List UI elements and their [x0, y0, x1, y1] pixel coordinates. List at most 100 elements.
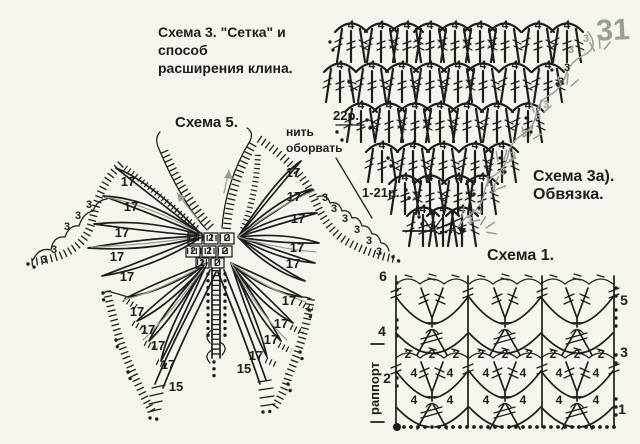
fan-arc — [354, 62, 390, 74]
v-stitch — [565, 287, 589, 319]
chain-dot — [570, 425, 574, 429]
fan-arc — [364, 142, 400, 154]
chain-arcs — [468, 296, 542, 325]
picot-spray-icon — [589, 37, 611, 52]
chain-dot — [577, 425, 581, 429]
tail-streamer — [154, 269, 217, 389]
stitch-ticks — [563, 367, 591, 379]
chain-dot — [500, 425, 504, 429]
stitch-ticks — [343, 117, 379, 131]
stitch-ticks — [420, 406, 443, 419]
chain-dot — [614, 308, 618, 312]
picot-chain-count: 3 — [476, 205, 482, 217]
stitch-ticks — [354, 77, 390, 91]
picot-chain-count: 3 — [510, 150, 516, 162]
stitch-ticks — [440, 189, 476, 203]
chain-dot — [503, 170, 507, 174]
chain-dot — [335, 130, 339, 134]
fan-arc — [479, 102, 515, 114]
chain-dot — [498, 156, 502, 160]
fan-arc — [462, 22, 498, 34]
stitch-ticks — [418, 367, 446, 379]
chain-dot — [328, 40, 332, 44]
stitch-ticks — [549, 273, 605, 281]
fan-stitch-count: 4 — [369, 58, 376, 72]
chain-count: 4 — [593, 393, 600, 407]
wing-tip-scallops — [32, 198, 108, 261]
v-stitch — [493, 287, 517, 319]
chain-dot — [521, 425, 525, 429]
direction-arrow-icon — [177, 193, 186, 202]
scheme3a-title-line2: Обвязка. — [533, 186, 604, 203]
wing-lobe-count: 17 — [121, 174, 135, 189]
chain-dot — [395, 318, 399, 322]
chain-dot — [529, 130, 533, 134]
wing-lobe-count: 17 — [291, 211, 305, 226]
chain-count: 4 — [411, 366, 418, 380]
picot-chain-count: 3 — [558, 76, 564, 88]
picot-chain-count: 3 — [583, 33, 589, 45]
chain-count: 4 — [411, 393, 418, 407]
fan-arc — [549, 22, 585, 34]
scheme1-chart — [370, 343, 385, 423]
fan-stitch-count: 4 — [427, 170, 434, 184]
wing-lobe-count: 17 — [274, 316, 288, 331]
chain-dot — [486, 425, 490, 429]
chain-dot — [549, 425, 553, 429]
body-segment-count: 2 — [208, 233, 214, 244]
tail-count-label: 15 — [169, 379, 183, 394]
chain-count: 2 — [405, 347, 412, 361]
fan-stitch-count: 4 — [420, 202, 427, 216]
thread-note-line1: нить — [286, 125, 314, 139]
fan-stitch-count: 4 — [427, 58, 434, 72]
stitch-ticks — [425, 221, 461, 235]
fan-arc — [530, 62, 566, 74]
cluster-cap — [570, 328, 584, 334]
fan-stitch-count: 4 — [459, 202, 466, 216]
fan-stitch-count: 4 — [564, 18, 571, 32]
chain-dot — [614, 413, 618, 417]
chain-dot — [524, 116, 528, 120]
stitch-ticks — [364, 157, 400, 171]
fan-stitch-count: 4 — [477, 18, 484, 32]
fan-arc — [440, 62, 476, 74]
fan-stitch-count: 4 — [358, 98, 365, 112]
stitch-ticks — [487, 37, 523, 51]
v-stitch — [493, 361, 517, 393]
fan-stitch-count: 4 — [455, 58, 462, 72]
stitch-ticks — [384, 77, 420, 91]
fan-arc — [395, 142, 431, 154]
chain-dots — [261, 409, 277, 414]
stitch-ticks — [493, 332, 516, 345]
chain-dot — [365, 118, 369, 122]
chain-dot — [556, 425, 560, 429]
chain-dot — [584, 425, 588, 429]
scheme5-title: Схема 5. — [175, 114, 238, 131]
wing-petal — [160, 262, 208, 362]
picot-edging-path — [457, 31, 594, 228]
text-layer: Схема 3. "Сетка" и способ расширения кли… — [158, 13, 630, 417]
fan-arc — [510, 102, 546, 114]
chain-dot — [614, 286, 618, 290]
wing-lobe-count: 17 — [110, 249, 124, 264]
tail-ladder — [257, 379, 276, 407]
wing-petal — [237, 236, 306, 282]
wing-lobe-count: 17 — [120, 269, 134, 284]
fan-stitch-count: 4 — [386, 98, 393, 112]
chain-dot — [458, 425, 462, 429]
fan-arc — [465, 62, 501, 74]
chain-dot — [614, 294, 618, 298]
tail-streamer — [217, 269, 267, 385]
row-label-1: 1 — [618, 401, 626, 417]
row-label-4: 4 — [378, 323, 386, 339]
chain-arcs — [540, 296, 614, 325]
wing-edge — [106, 290, 129, 298]
stitch-ticks — [444, 221, 480, 235]
chain-arcs — [540, 332, 614, 354]
stitch-ticks — [563, 293, 591, 305]
row-label-2: 2 — [383, 370, 391, 386]
fan-arc — [397, 102, 433, 114]
fan-arc — [464, 174, 500, 186]
wing-tip-count: 3 — [322, 192, 328, 204]
